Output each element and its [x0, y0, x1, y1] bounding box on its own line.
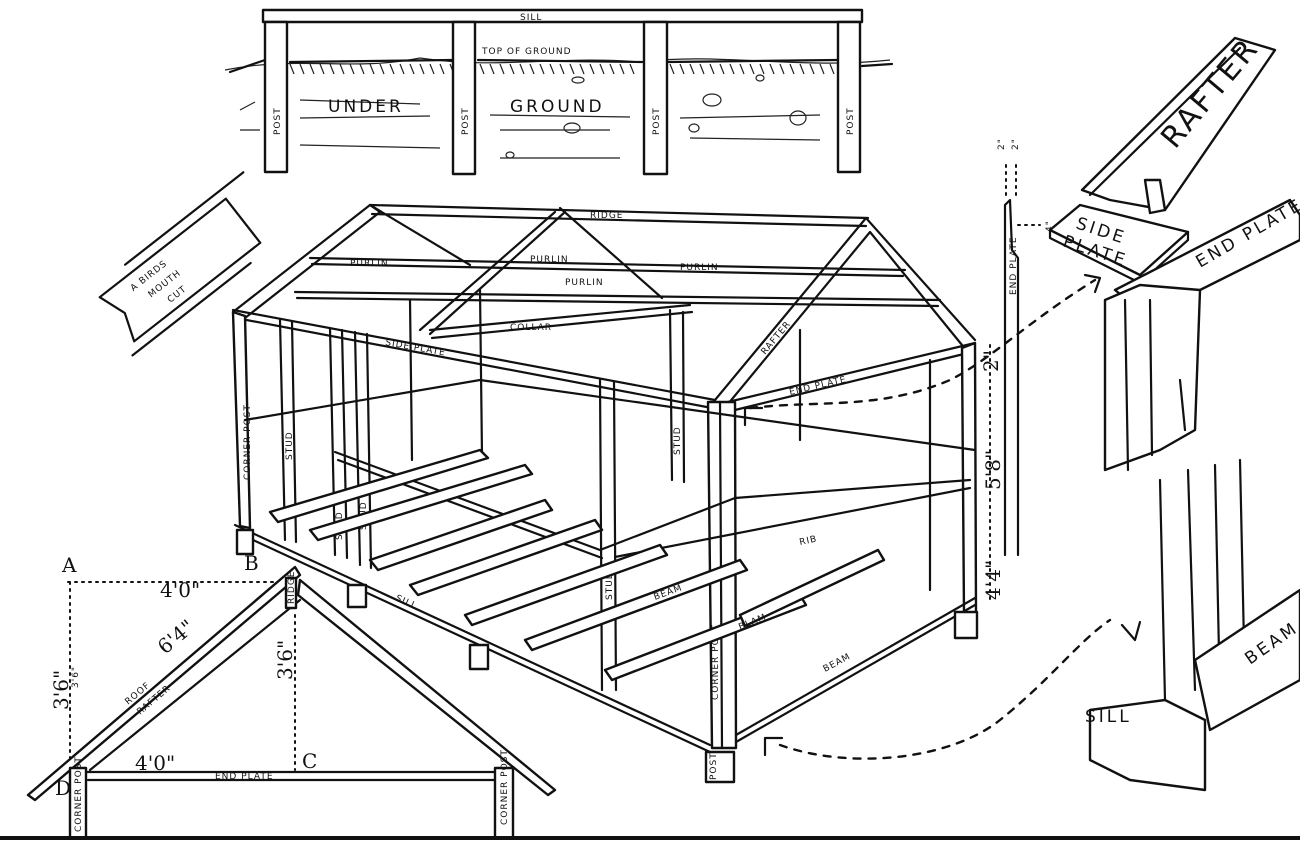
corner-post-back-left [231, 310, 252, 530]
rib-label: RIB [799, 534, 819, 548]
gable-rafter-left [26, 565, 302, 802]
joint-detail: RAFTER SIDE PLATE END PLATE [1048, 31, 1300, 472]
sill-beam [261, 8, 864, 24]
ground-section: SILL TOP OF GROUND UNDER GROUND POST POS… [224, 8, 894, 176]
end-plate-detail-label: END PLATE [1009, 237, 1019, 296]
rafter-piece [1080, 36, 1277, 212]
studs [278, 288, 932, 692]
sill-front [233, 523, 712, 754]
birds-mouth-cut-banner: A BIRDS MOUTH CUT [98, 171, 262, 357]
arrow-to-joint-detail [748, 278, 1097, 410]
post-label: POST [273, 107, 283, 135]
gable-rafter-left-inner [88, 598, 302, 772]
height-5ft8-label: 5'8" [981, 450, 1005, 490]
ridge-label: RIDGE [590, 211, 624, 221]
post-1: POST [263, 20, 289, 174]
corner-post-label-front: CORNER POST [711, 624, 721, 700]
post-grain [1123, 298, 1187, 472]
gable-diagram: RIDGE END PLATE CORNER POST CORNER POST … [26, 551, 557, 840]
rafter-edge [1088, 46, 1242, 197]
purlin-label-4: PURLIN [565, 278, 604, 288]
rise-left-label: 3'6" [49, 670, 73, 710]
end-plate [726, 341, 977, 412]
rise-left-small-label: 3'6" [71, 666, 81, 688]
stud-label-4: STUD [605, 571, 615, 600]
point-b-label: B [244, 551, 259, 575]
arrow-tail-icon [743, 406, 764, 427]
top-of-ground-label: TOP OF GROUND [481, 47, 572, 57]
sill-label: SILL [520, 13, 542, 23]
post-label: POST [461, 107, 471, 135]
under-label: UNDER [328, 97, 404, 117]
bottom-border [0, 836, 1300, 840]
dim-2b: 2" [1011, 138, 1021, 150]
gable-corner-post-label-left: CORNER POST [74, 756, 84, 832]
floor-beams [268, 448, 886, 682]
sill-block [1088, 698, 1207, 792]
rise-center-label: 3'6" [273, 640, 297, 680]
gable-corner-post-label-right: CORNER POST [500, 749, 510, 825]
arrow-head-icon-3 [1120, 620, 1142, 642]
sill-label-frame: SILL [394, 594, 419, 612]
arrow-head-icon [1083, 273, 1102, 294]
ridge-beam [368, 203, 870, 228]
run-bottom-label: 4'0" [135, 751, 175, 775]
rafters-middle [368, 203, 664, 336]
point-d-label: D [55, 776, 71, 800]
collar-beam [428, 303, 694, 340]
sill-detail-label: SILL [1085, 707, 1132, 727]
foot-post-label: POST [709, 752, 719, 780]
height-4ft4-label: 4'4" [981, 560, 1005, 600]
end-plate-label: END PLATE [788, 375, 847, 398]
gable-ridge-label: RIDGE [287, 571, 297, 605]
dim-4: 4" [1045, 220, 1055, 232]
arrow-head-icon-2 [763, 736, 784, 757]
purlin-upper [308, 256, 907, 278]
corner-post-label: CORNER POST [243, 404, 253, 480]
sill-beam-detail: BEAM SILL [1085, 458, 1300, 792]
gable-ridge-block [284, 576, 298, 610]
dim-2in-label: 2" [979, 350, 1003, 372]
ground-hatching [239, 63, 835, 159]
gable-end-plate [83, 770, 507, 782]
stud-label-1: STUD [285, 431, 295, 460]
beam-block [1193, 588, 1300, 732]
top-of-ground-line [228, 58, 894, 74]
post-4: POST [836, 20, 862, 174]
post-label: POST [846, 107, 856, 135]
arrow-to-sill-detail [778, 618, 1112, 760]
purlin-lower [293, 290, 942, 308]
post-3: POST [642, 20, 669, 176]
stud-label-5: STUD [673, 426, 683, 455]
corner-post-piece [1103, 283, 1202, 472]
beam-front [734, 596, 977, 744]
rib-back [243, 378, 977, 452]
gable-dim-lines [67, 581, 296, 771]
rafter-length-label: 6'4" [153, 615, 199, 659]
post-2: POST [451, 20, 477, 176]
dim-2a: 2" [997, 138, 1007, 150]
foundation-posts [235, 528, 979, 784]
post-detail-lines [1158, 458, 1247, 702]
gable-rafter-right [296, 578, 557, 797]
end-plate-detail: 2" 2" 4" END PLATE [997, 138, 1055, 557]
house-frame: RIDGE RAFTER PURLIN PURLIN PURLIN PURLIN… [231, 203, 1112, 784]
side-plate [231, 308, 717, 410]
side-plate-label: SIDE PLATE [384, 338, 446, 358]
gable-end-plate-label: END PLATE [215, 772, 274, 782]
birds-mouth-notch [1143, 178, 1167, 215]
purlin-label-3: PURLIN [680, 263, 719, 273]
purlin-label-1: PURLIN [350, 259, 389, 269]
collar-label: COLLAR [510, 323, 552, 333]
end-plate-profile [1003, 198, 1020, 557]
detail-dim-lines [1005, 164, 1041, 226]
point-c-label: C [302, 749, 317, 773]
ground-label: GROUND [510, 97, 605, 117]
point-a-label: A [61, 553, 77, 577]
post-label: POST [652, 107, 662, 135]
purlin-label-2: PURLIN [530, 255, 569, 265]
run-top-label: 4'0" [160, 578, 200, 602]
